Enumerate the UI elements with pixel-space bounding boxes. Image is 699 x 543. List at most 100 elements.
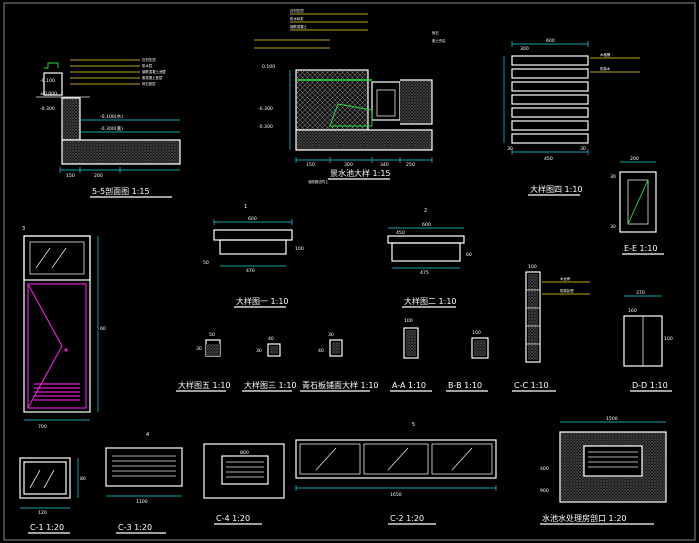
section-mark: 1: [244, 204, 247, 210]
dim-text: 150: [66, 173, 75, 179]
callout-note: 钢筋混凝土池壁: [142, 69, 166, 74]
callout-note: 砾石: [432, 30, 439, 35]
dim-text: 30: [610, 174, 616, 180]
elevation-label: -0.100(水): [100, 113, 123, 120]
dim-text: 250: [406, 162, 415, 168]
view-title: 青石板铺面大样 1:10: [302, 380, 379, 390]
dim-text: 340: [380, 162, 389, 168]
view-detail-4: 600 450 300 30 30 木格栅 防腐木 大样图四 1:10: [503, 38, 640, 196]
view-title: C-2 1:20: [390, 514, 424, 523]
dim-text: 800: [240, 450, 249, 456]
section-mark: 5: [412, 422, 415, 428]
view-detail-5: 50 30 大样图五 1:10: [176, 332, 231, 392]
elevation-label: ±0.000: [40, 91, 57, 97]
view-title: 5-5剖面图 1:15: [92, 186, 150, 196]
dim-text: 1500: [606, 416, 618, 422]
view-title: C-1 1:20: [30, 523, 64, 532]
callout-note: 素土夯实: [432, 38, 446, 43]
dim-text: 60: [100, 326, 106, 332]
dim-text: 900: [540, 488, 549, 494]
dim-text: 600: [546, 38, 555, 44]
dim-text: 200: [94, 173, 103, 179]
view-detail-1: 600 470 100 50 大样图一 1:10: [203, 216, 304, 308]
view-c-2: 1650 C-2 1:20: [295, 439, 497, 525]
callout-note: 碎石垫层: [142, 81, 156, 86]
elevation-label: -0.300: [258, 124, 273, 130]
dim-text: 30: [196, 346, 202, 352]
view-d-d: 370 160 100 D-D 1:10: [623, 290, 673, 392]
view-c-3: 1100 C-3 1:20: [105, 447, 183, 534]
view-title: C-3 1:20: [118, 523, 152, 532]
dim-text: 100: [664, 336, 673, 342]
section-markers: 1 2 3 4 5: [22, 204, 427, 438]
dim-text: 1650: [390, 492, 402, 498]
view-a-a: 100 A-A 1:10: [390, 318, 432, 392]
dim-text: 300: [520, 46, 529, 52]
view-title: C-C 1:10: [514, 381, 549, 390]
dim-text: 160: [628, 308, 637, 314]
view-title: C-4 1:20: [216, 514, 250, 523]
view-title: D-D 1:10: [632, 381, 668, 390]
view-c-1: 120 80 C-1 1:20: [19, 457, 86, 534]
callout-note: 池底做法同上: [308, 179, 329, 184]
view-5-5-section: 150 200 ±0.000 -0.100(水) -0.300(底) -0.10…: [36, 57, 181, 198]
view-detail-3: 40 30 大样图三 1:10: [242, 336, 297, 392]
door-dims: 700 60: [38, 326, 106, 430]
dim-text: 80: [80, 476, 86, 482]
view-title: 大样图一 1:10: [236, 296, 289, 306]
dim-text: 60: [466, 252, 472, 258]
dim-text: 400: [540, 466, 549, 472]
dim-text: 100: [528, 264, 537, 270]
elevation-label: -0.300(底): [100, 125, 123, 132]
dim-text: 30: [610, 224, 616, 230]
dim-text: 1100: [136, 499, 148, 505]
elevation-label: 0.100: [262, 64, 275, 70]
section-mark: 4: [146, 432, 149, 438]
view-title: 景水池大样 1:15: [330, 168, 391, 178]
dim-text: 450: [396, 230, 405, 236]
dim-text: 600: [248, 216, 257, 222]
dim-text: 50: [203, 260, 209, 266]
view-stone-paving: 30 40 青石板铺面大样 1:10: [300, 332, 379, 392]
view-title: 大样图五 1:10: [178, 380, 231, 390]
dim-text: 600: [422, 222, 431, 228]
view-water-treatment-room: 1500 400 900 水池水处理房剖口 1:20: [540, 416, 667, 525]
section-mark: 2: [424, 208, 427, 214]
dim-text: 300: [344, 162, 353, 168]
dim-text: 30: [507, 146, 513, 152]
view-c-4: 800 C-4 1:20: [203, 443, 285, 525]
dim-text: 470: [246, 268, 255, 274]
view-pool-detail: 150 300 340 250 0.100 -0.300 -0.300 石材压顶…: [254, 8, 446, 184]
callout-note: 素混凝土垫层: [142, 75, 163, 80]
callout-note: 木龙骨: [560, 276, 571, 281]
view-e-e: 200 30 30 E-E 1:10: [610, 156, 664, 255]
callout-note: 钢筋混凝土: [290, 24, 308, 29]
dim-text: 120: [38, 510, 47, 516]
callout-note: 木格栅: [600, 52, 611, 57]
view-title: 大样图四 1:10: [530, 184, 583, 194]
dim-text: 450: [544, 156, 553, 162]
elevation-label: -0.300: [40, 106, 55, 112]
elevation-label: -0.100: [40, 78, 55, 84]
view-title: E-E 1:10: [624, 244, 658, 253]
callout-note: 防腐处理: [560, 288, 574, 293]
elevation-label: -0.300: [258, 106, 273, 112]
dim-text: 50: [209, 332, 215, 338]
dim-text: 700: [38, 424, 47, 430]
callout-note: 石材压顶: [290, 8, 304, 13]
section-mark: 3: [22, 226, 25, 232]
callout-note: 防水砂浆: [290, 16, 304, 21]
dim-text: 475: [420, 270, 429, 276]
view-title: 大样图三 1:10: [244, 380, 297, 390]
callout-note: 防水层: [142, 63, 153, 68]
view-door-elevation: [23, 235, 99, 421]
dim-text: 100: [404, 318, 413, 324]
sheet-border: [3, 2, 696, 541]
view-detail-2: 600 475 450 60 大样图二 1:10: [387, 222, 472, 308]
view-c-c: 100 木龙骨 防腐处理 C-C 1:10: [512, 264, 590, 392]
callout-note: 石材压顶: [142, 57, 156, 62]
view-b-b: 100 B-B 1:10: [446, 330, 489, 392]
dim-text: 100: [472, 330, 481, 336]
